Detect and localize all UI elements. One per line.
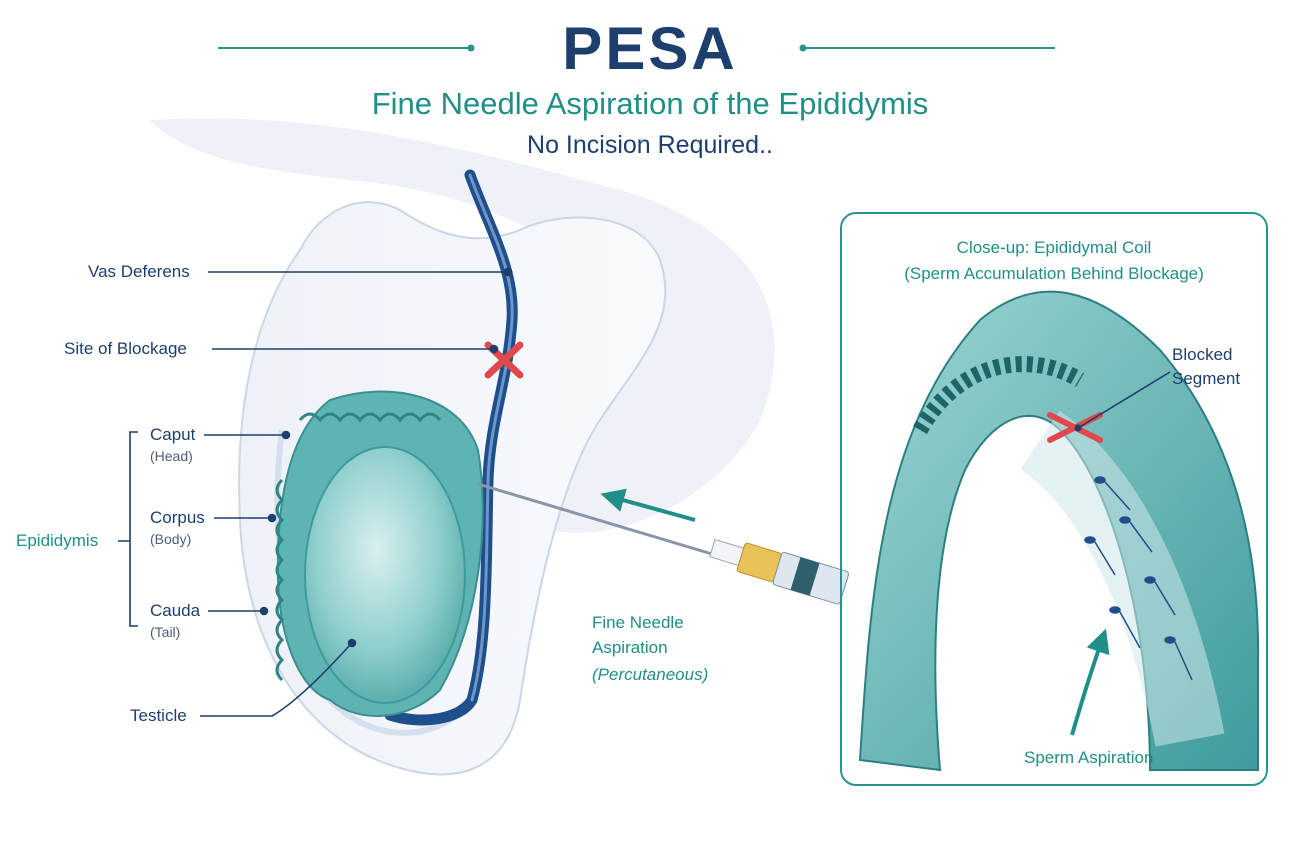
leader-lines bbox=[200, 267, 513, 717]
label-cauda: Cauda bbox=[150, 601, 201, 620]
inset-coil-illustration bbox=[858, 290, 1260, 772]
page-tagline: No Incision Required.. bbox=[527, 131, 773, 159]
label-testicle: Testicle bbox=[130, 706, 187, 725]
label-aspiration: Aspiration bbox=[592, 638, 668, 657]
closeup-inset-frame bbox=[840, 212, 1268, 786]
vas-deferens-highlight bbox=[468, 173, 514, 702]
syringe bbox=[709, 538, 850, 605]
label-percutaneous: (Percutaneous) bbox=[592, 665, 709, 684]
label-sperm-aspiration: Sperm Aspiration bbox=[1024, 748, 1154, 767]
thigh-shadow bbox=[150, 118, 775, 533]
inset-title: Close-up: Epididymal Coil bbox=[956, 238, 1152, 257]
direction-arrow bbox=[600, 488, 696, 522]
epididymis-bumps bbox=[275, 412, 442, 682]
label-site-of-blockage: Site of Blockage bbox=[64, 339, 187, 358]
label-segment: Segment bbox=[1172, 369, 1241, 388]
label-caput-sub: (Head) bbox=[150, 448, 193, 464]
label-fine-needle: Fine Needle bbox=[592, 613, 684, 632]
label-vas-deferens: Vas Deferens bbox=[88, 262, 190, 281]
needle bbox=[477, 482, 713, 556]
inset-subtitle: (Sperm Accumulation Behind Blockage) bbox=[904, 264, 1204, 283]
testicle-shape bbox=[304, 446, 466, 704]
label-corpus-sub: (Body) bbox=[150, 531, 192, 547]
label-caput: Caput bbox=[150, 425, 196, 444]
label-corpus: Corpus bbox=[150, 508, 205, 527]
label-cauda-sub: (Tail) bbox=[150, 624, 181, 640]
page-subtitle: Fine Needle Aspiration of the Epididymis bbox=[371, 86, 929, 121]
label-blocked: Blocked bbox=[1172, 345, 1233, 364]
page-title: PESA bbox=[562, 15, 738, 82]
epididymis-bracket bbox=[118, 431, 138, 627]
label-epididymis: Epididymis bbox=[16, 531, 99, 550]
